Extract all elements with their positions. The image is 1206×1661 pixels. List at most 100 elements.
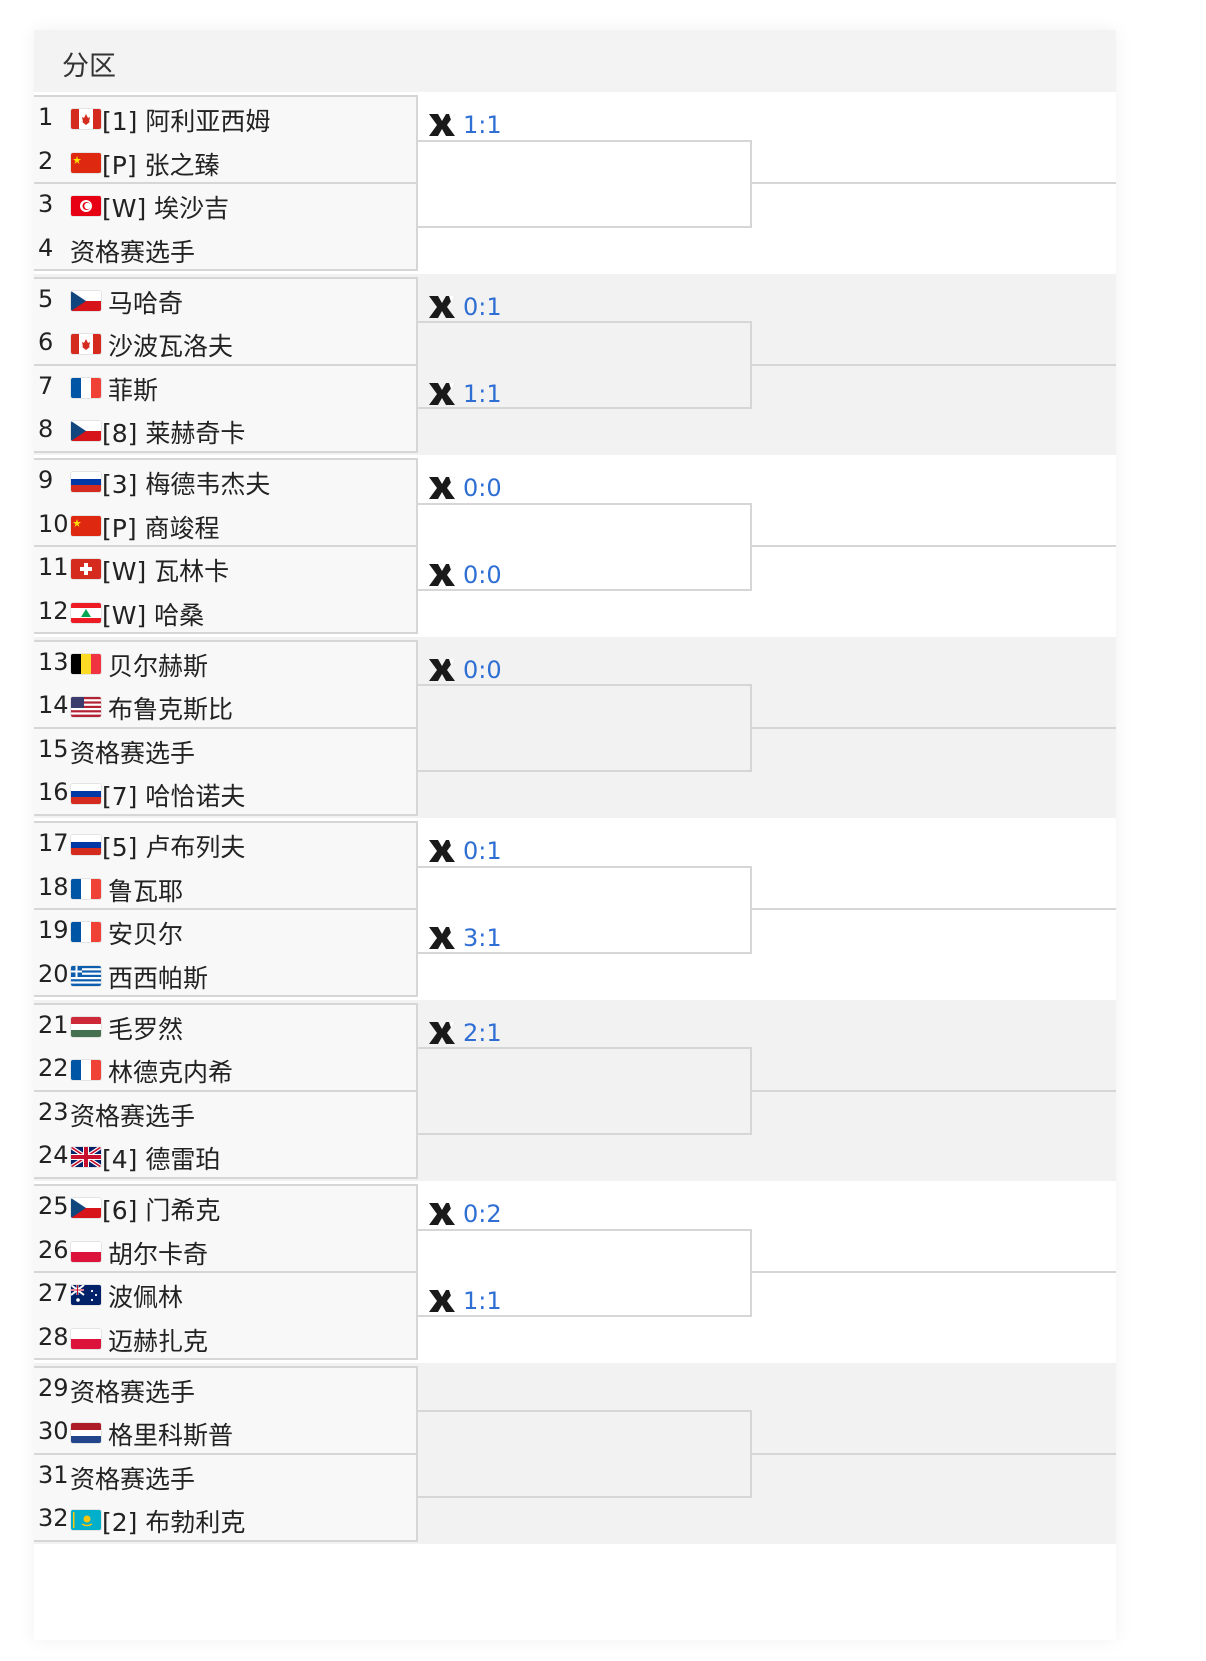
player-name: 资格赛选手 bbox=[70, 738, 196, 768]
draw-position-number: 18 bbox=[38, 872, 69, 901]
player-row[interactable]: 25[6] 门希克 bbox=[34, 1185, 418, 1229]
h2h-icon bbox=[427, 1287, 457, 1315]
head-to-head-score[interactable]: 0:0 bbox=[427, 474, 547, 504]
head-to-head-score[interactable]: 0:2 bbox=[427, 1200, 547, 1230]
head-to-head-score[interactable]: 2:1 bbox=[427, 1019, 547, 1049]
draw-position-number: 15 bbox=[38, 734, 69, 763]
h2h-icon bbox=[427, 837, 457, 865]
player-name: [3] 梅德韦杰夫 bbox=[102, 470, 271, 499]
switzerland-flag-icon bbox=[71, 559, 101, 580]
player-row[interactable]: 11[W] 瓦林卡 bbox=[34, 546, 418, 590]
draw-position-number: 17 bbox=[38, 829, 69, 857]
head-to-head-score[interactable]: 3:1 bbox=[427, 924, 547, 954]
h2h-icon bbox=[427, 474, 457, 502]
player-row[interactable]: 9[3] 梅德韦杰夫 bbox=[34, 459, 418, 503]
h2h-icon bbox=[427, 380, 457, 408]
draw-position-number: 25 bbox=[38, 1192, 69, 1220]
player-row[interactable]: 12 [W] 哈桑 bbox=[34, 589, 418, 634]
h2h-score-link[interactable]: 0:1 bbox=[463, 837, 502, 865]
hungary-flag-icon bbox=[71, 1016, 101, 1037]
player-name: 安贝尔 bbox=[108, 920, 184, 950]
h2h-score-link[interactable]: 1:1 bbox=[463, 379, 502, 408]
player-name: [5] 卢布列夫 bbox=[102, 833, 246, 862]
draw-position-number: 14 bbox=[38, 691, 69, 720]
player-row[interactable]: 8[8] 莱赫奇卡 bbox=[34, 408, 418, 452]
head-to-head-score[interactable]: 0:0 bbox=[427, 656, 547, 686]
player-name: [W] 哈桑 bbox=[102, 600, 205, 630]
france-flag-icon bbox=[71, 922, 101, 943]
h2h-score-link[interactable]: 0:2 bbox=[463, 1200, 502, 1228]
player-row[interactable]: 3[W] 埃沙吉 bbox=[34, 183, 418, 227]
head-to-head-score[interactable]: 0:1 bbox=[427, 293, 547, 323]
player-name: 林德克内希 bbox=[108, 1058, 234, 1088]
draw-position-number: 23 bbox=[38, 1097, 69, 1126]
player-name: 菲斯 bbox=[108, 375, 159, 405]
czech-flag-icon bbox=[71, 290, 101, 311]
player-name: [4] 德雷珀 bbox=[102, 1145, 221, 1175]
h2h-score-link[interactable]: 3:1 bbox=[463, 924, 502, 952]
player-row[interactable]: 17 [5] 卢布列夫 bbox=[34, 822, 418, 866]
draw-position-number: 29 bbox=[38, 1373, 69, 1402]
h2h-score-link[interactable]: 1:1 bbox=[463, 111, 502, 139]
kazakhstan-flag-icon bbox=[71, 1510, 101, 1531]
russia-flag-icon bbox=[71, 472, 101, 492]
second-round-match bbox=[418, 684, 752, 773]
h2h-icon bbox=[427, 111, 457, 139]
player-name: 资格赛选手 bbox=[70, 1464, 196, 1494]
head-to-head-score[interactable]: 1:1 bbox=[427, 380, 547, 410]
head-to-head-score[interactable]: 0:1 bbox=[427, 837, 547, 867]
player-name: 迈赫扎克 bbox=[108, 1326, 209, 1356]
third-round-line bbox=[752, 545, 1116, 548]
h2h-icon bbox=[427, 924, 457, 952]
player-name: 贝尔赫斯 bbox=[108, 651, 209, 681]
h2h-score-link[interactable]: 2:1 bbox=[463, 1018, 502, 1047]
player-name: 马哈奇 bbox=[108, 288, 184, 318]
player-row[interactable]: 2[P] 张之臻 bbox=[34, 139, 418, 184]
head-to-head-score[interactable]: 1:1 bbox=[427, 1287, 547, 1317]
player-row[interactable]: 24[4] 德雷珀 bbox=[34, 1134, 418, 1178]
draw-position-number: 11 bbox=[38, 553, 69, 582]
head-to-head-score[interactable]: 1:1 bbox=[427, 111, 547, 141]
h2h-score-link[interactable]: 0:0 bbox=[463, 655, 502, 684]
h2h-score-link[interactable]: 0:1 bbox=[463, 292, 502, 321]
player-name: [8] 莱赫奇卡 bbox=[102, 419, 246, 449]
draw-position-number: 16 bbox=[38, 778, 69, 807]
china-flag-icon bbox=[71, 515, 101, 536]
draw-position-number: 30 bbox=[38, 1417, 69, 1446]
player-row[interactable]: 16[7] 哈恰诺夫 bbox=[34, 771, 418, 815]
player-row[interactable]: 1[1] 阿利亚西姆 bbox=[34, 96, 418, 140]
h2h-score-link[interactable]: 1:1 bbox=[463, 1287, 502, 1315]
third-round-line bbox=[752, 1452, 1116, 1455]
player-row[interactable]: 32[2] 布勃利克 bbox=[34, 1497, 418, 1541]
player-name: 西西帕斯 bbox=[108, 963, 209, 993]
h2h-score-link[interactable]: 0:0 bbox=[463, 561, 502, 589]
poland-flag-icon bbox=[71, 1328, 101, 1349]
head-to-head-score[interactable]: 0:0 bbox=[427, 561, 547, 591]
h2h-icon bbox=[427, 1019, 457, 1047]
player-row[interactable]: 10[P] 商竣程 bbox=[34, 502, 418, 547]
h2h-score-link[interactable]: 0:0 bbox=[463, 474, 502, 502]
draw-position-number: 12 bbox=[38, 596, 69, 625]
